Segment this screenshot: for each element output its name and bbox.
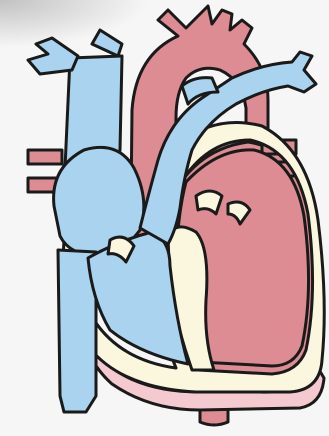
mitral-valve [196,191,222,214]
brachiocephalic-vein-right [92,30,122,56]
pulmonary-vein-left-upper [28,150,62,164]
brachiocephalic-vein [28,38,78,74]
